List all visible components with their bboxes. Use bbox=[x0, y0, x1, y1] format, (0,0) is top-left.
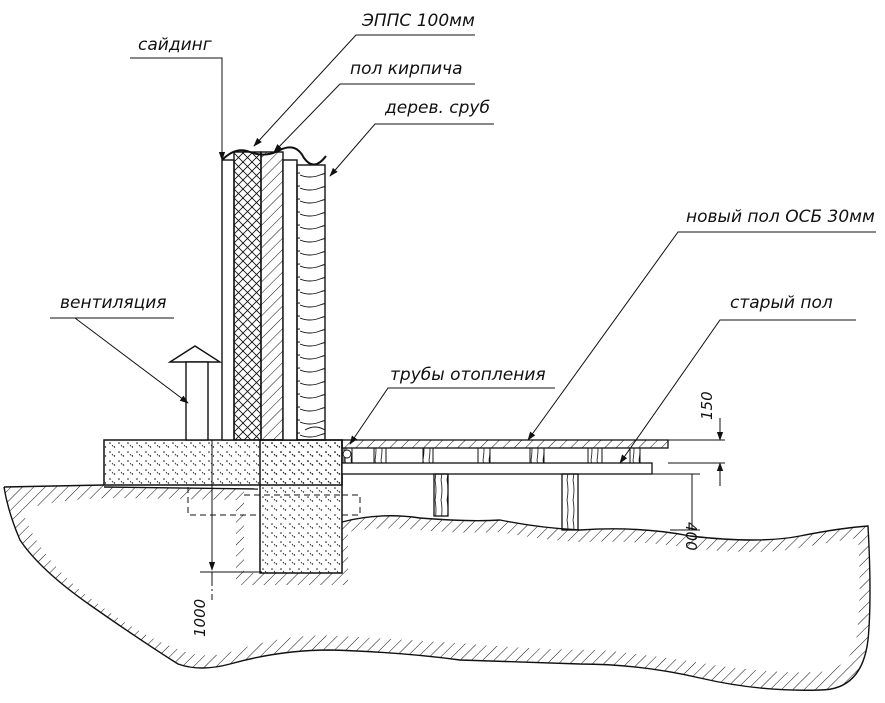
dim-400-label: 400 bbox=[682, 522, 700, 551]
label-old-floor: старый пол bbox=[619, 293, 856, 464]
old-floor bbox=[341, 462, 653, 475]
dimension-150: 150 bbox=[668, 391, 725, 486]
ground-section bbox=[3, 484, 871, 691]
floor-structure bbox=[341, 439, 669, 531]
foundation-pile bbox=[259, 439, 343, 574]
new-floor-label-text: новый пол ОСБ 30мм bbox=[686, 207, 875, 227]
floor-post bbox=[561, 473, 579, 531]
heating-pipes-label-text: трубы отопления bbox=[390, 365, 546, 385]
siding-label-text: сайдинг bbox=[138, 35, 212, 55]
label-brick: пол кирпича bbox=[273, 59, 475, 153]
brick-layer bbox=[260, 151, 284, 441]
hidden-footing-outline bbox=[187, 487, 361, 516]
ventilation-pipe bbox=[167, 345, 223, 441]
label-siding: сайдинг bbox=[130, 35, 226, 161]
label-epps: ЭППС 100мм bbox=[253, 11, 475, 147]
ventilation-label-text: вентиляция bbox=[60, 293, 166, 313]
dimension-400: 400 bbox=[652, 473, 700, 551]
dim-150-label: 150 bbox=[698, 391, 716, 420]
new-osb-floor bbox=[341, 439, 669, 449]
epps-label-text: ЭППС 100мм bbox=[361, 11, 475, 31]
epps-layer bbox=[233, 151, 262, 441]
brick-label-text: пол кирпича bbox=[350, 59, 463, 79]
floor-post bbox=[433, 473, 449, 517]
dim-1000-label: 1000 bbox=[191, 599, 209, 637]
old-floor-label-text: старый пол bbox=[730, 293, 833, 313]
log-wall-label-text: дерев. сруб bbox=[384, 98, 490, 118]
log-wall-layer bbox=[296, 164, 326, 441]
wall-section bbox=[221, 146, 327, 441]
label-log-wall: дерев. сруб bbox=[329, 98, 494, 177]
label-ventilation: вентиляция bbox=[50, 293, 189, 404]
floor-joists bbox=[343, 447, 641, 464]
dimension-1000: 1000 bbox=[191, 440, 262, 637]
label-new-floor: новый пол ОСБ 30мм bbox=[527, 207, 876, 441]
siding-layer bbox=[221, 159, 235, 441]
heating-pipe bbox=[342, 449, 352, 459]
label-heating-pipes: трубы отопления bbox=[349, 365, 555, 445]
